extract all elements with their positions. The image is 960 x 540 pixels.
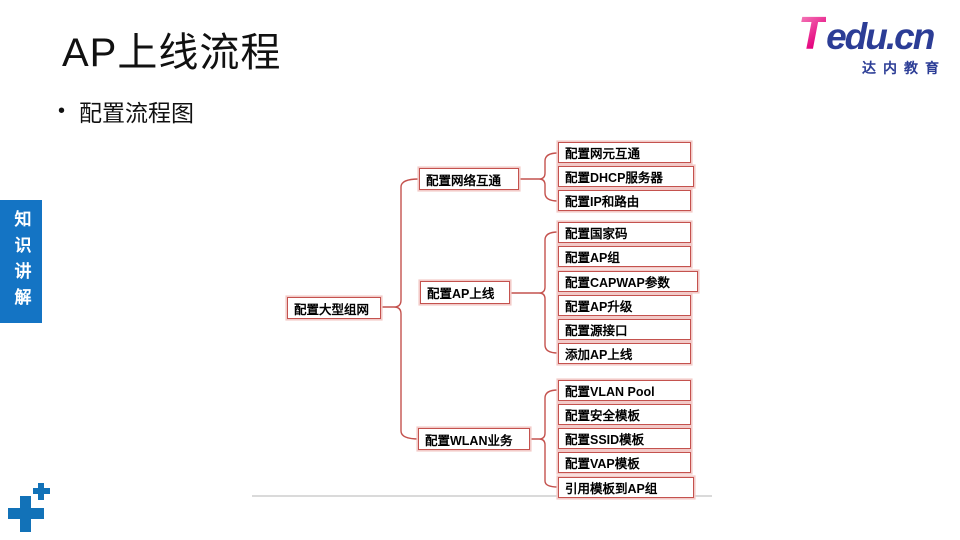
plus-icon	[8, 496, 44, 532]
flow-node-ap-online: 配置AP上线	[420, 281, 510, 304]
wlan-group-brace-connector	[530, 389, 559, 488]
flow-node-root: 配置大型组网	[287, 297, 381, 319]
tedu-logo-subtitle: 达内教育	[862, 60, 946, 76]
knowledge-section-tab: 知识讲解	[0, 200, 42, 323]
bullet-icon: •	[58, 99, 66, 122]
bullet-label: 配置流程图	[79, 100, 195, 126]
flow-leaf: 配置VAP模板	[558, 452, 691, 473]
flow-node-network: 配置网络互通	[419, 168, 519, 190]
flow-leaf: 配置AP升级	[558, 295, 691, 316]
flow-leaf: 配置VLAN Pool	[558, 380, 691, 401]
flow-leaf: 添加AP上线	[558, 343, 691, 364]
network-group-brace-connector	[519, 152, 559, 202]
flow-leaf: 配置安全模板	[558, 404, 691, 425]
flow-leaf: 配置IP和路由	[558, 190, 691, 211]
tedu-logo: Tedu.cn 达内教育	[798, 10, 948, 78]
tedu-logo-rest: edu.cn	[826, 16, 935, 57]
root-brace-connector	[381, 178, 420, 440]
flow-leaf: 配置国家码	[558, 222, 691, 243]
bullet-item: • 配置流程图	[58, 94, 194, 128]
page-title: AP上线流程	[62, 31, 282, 75]
flow-leaf: 配置AP组	[558, 246, 691, 267]
tedu-logo-t: T	[798, 7, 827, 59]
flow-leaf: 配置源接口	[558, 319, 691, 340]
flow-leaf: 配置CAPWAP参数	[558, 271, 698, 292]
plus-icon	[33, 483, 50, 500]
flow-leaf: 配置DHCP服务器	[558, 166, 694, 187]
knowledge-section-label: 知识讲解	[11, 209, 31, 314]
flow-node-wlan: 配置WLAN业务	[418, 428, 530, 450]
flow-leaf: 引用模板到AP组	[558, 477, 694, 498]
flow-leaf: 配置SSID模板	[558, 428, 691, 449]
flow-leaf: 配置网元互通	[558, 142, 691, 163]
tedu-logo-wordmark: Tedu.cn	[798, 10, 948, 56]
ap-online-group-brace-connector	[510, 231, 559, 354]
